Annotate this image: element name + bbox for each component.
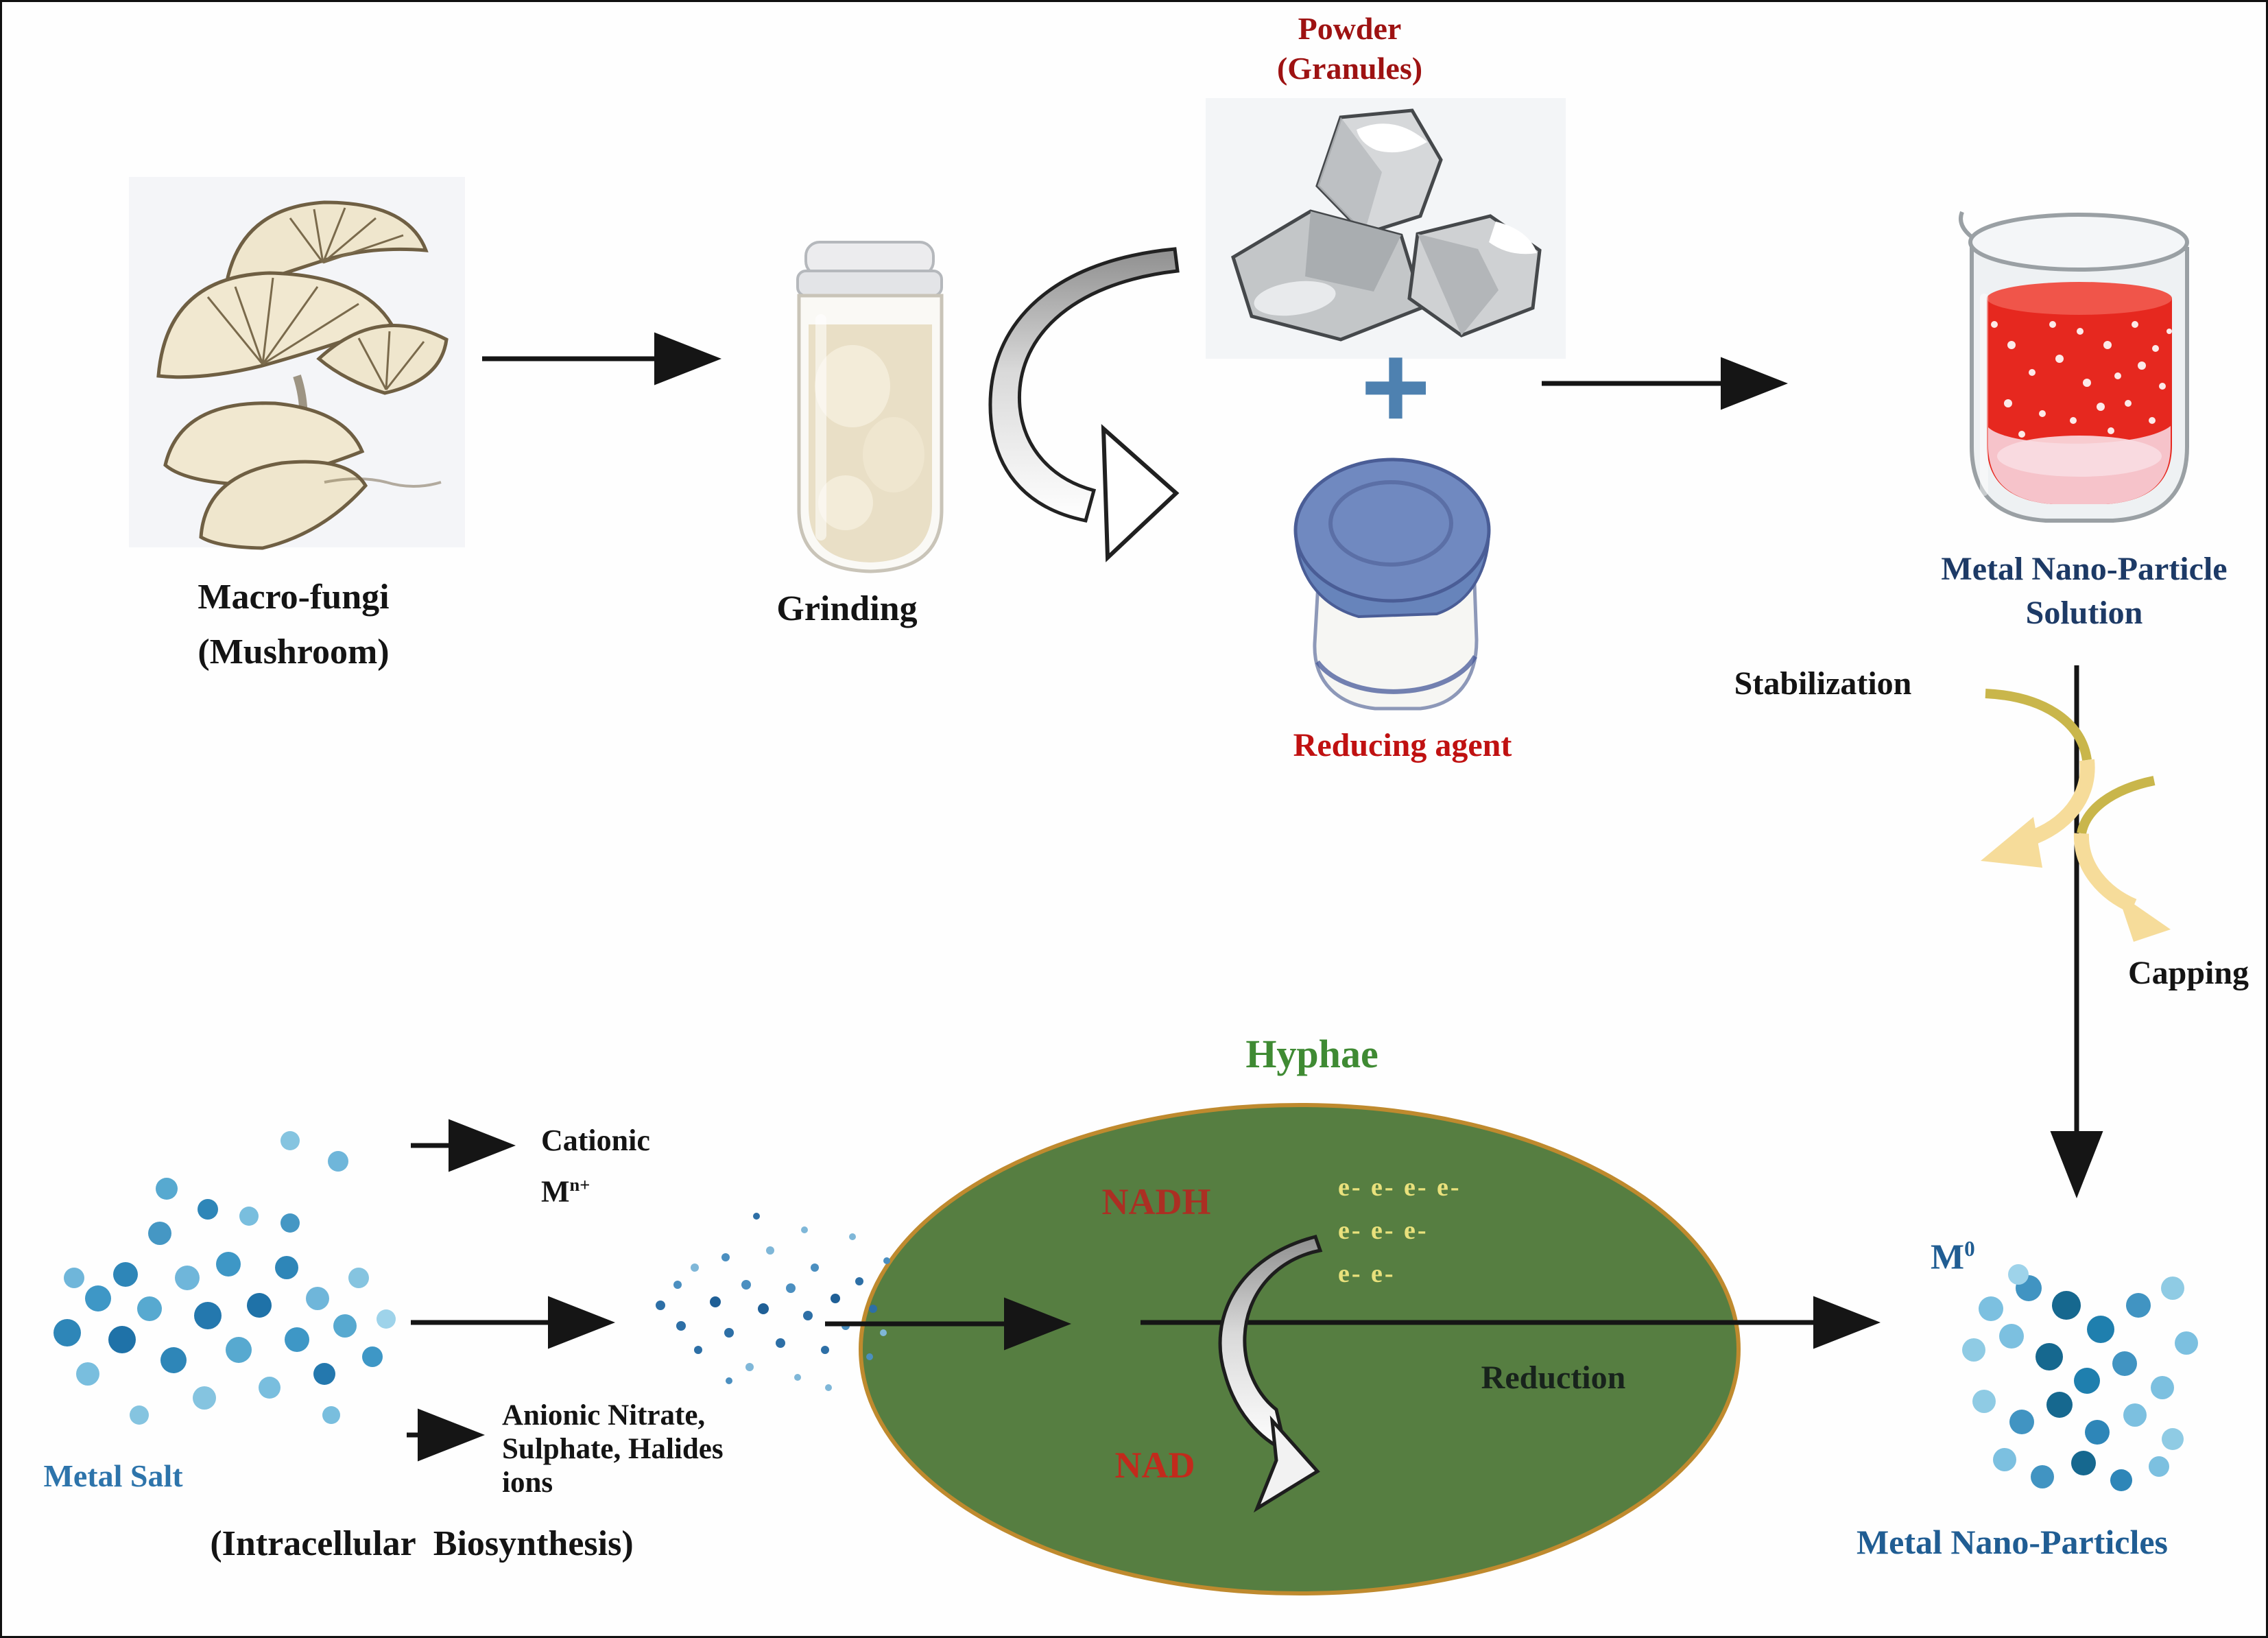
cationic-label: Cationic Mn+ [541, 1119, 650, 1214]
anionic-label-line2: Sulphate, Halides [502, 1433, 724, 1465]
grinding-label: Grinding [776, 589, 918, 628]
plus-icon: + [1360, 320, 1431, 454]
rotation-arrow-icon [988, 247, 1180, 562]
electron-row-1: e- e- e- e- [1338, 1173, 1461, 1202]
macro-fungi-label: Macro-fungi (Mushroom) [198, 570, 389, 680]
electron-row-3: e- e- [1338, 1259, 1396, 1288]
anionic-label-line3: ions [502, 1467, 553, 1499]
mushroom-illustration [129, 177, 465, 550]
nanoparticle-dots [1962, 1264, 2198, 1491]
intracellular-label: (Intracellular Biosynthesis) [210, 1524, 634, 1563]
nadh-label: NADH [1101, 1181, 1211, 1222]
powder-label-line1: Powder [1298, 11, 1402, 46]
metal-salt-dots [53, 1131, 396, 1425]
beaker-illustration [1959, 211, 2189, 523]
anionic-label-line1: Anionic Nitrate, [502, 1399, 706, 1432]
reducing-agent-jar-illustration [1293, 458, 1491, 711]
grinding-jar-illustration [796, 241, 944, 573]
solution-label-line1: Metal Nano-Particle [1941, 551, 2228, 587]
cationic-label-word: Cationic [541, 1124, 650, 1157]
solution-label-line2: Solution [2025, 595, 2143, 631]
capping-label: Capping [2127, 955, 2249, 991]
nadh-cycle-arrow-icon [1218, 1234, 1323, 1513]
capping-swoosh-icon [2073, 776, 2171, 942]
cationic-formula-sup: n+ [569, 1174, 590, 1195]
powder-label: Powder (Granules) [1277, 9, 1422, 88]
macro-fungi-label-line2: (Mushroom) [198, 632, 390, 672]
powder-label-line2: (Granules) [1276, 51, 1423, 86]
hyphae-cell-ellipse [859, 1103, 1741, 1595]
m-zero-sup: 0 [1964, 1237, 1975, 1261]
nad-label: NAD [1114, 1445, 1195, 1486]
anionic-label: Anionic Nitrate, Sulphate, Halides ions [502, 1399, 724, 1499]
electron-row-2: e- e- e- [1338, 1216, 1429, 1245]
granules-illustration [1206, 98, 1566, 359]
nanoparticles-label: Metal Nano-Particles [1856, 1523, 2169, 1561]
solution-label: Metal Nano-Particle Solution [1941, 547, 2227, 635]
ion-cloud-dots [656, 1213, 890, 1391]
macro-fungi-label-line1: Macro-fungi [198, 578, 390, 617]
hyphae-label: Hyphae [1245, 1032, 1378, 1076]
cationic-formula-base: M [541, 1174, 570, 1209]
metal-salt-label: Metal Salt [43, 1458, 183, 1493]
reducing-agent-label: Reducing agent [1293, 727, 1512, 763]
stabilization-label: Stabilization [1734, 665, 1912, 702]
m-zero-base: M [1931, 1237, 1965, 1277]
stabilization-swoosh-icon [1981, 689, 2095, 868]
cationic-formula: Mn+ [541, 1163, 650, 1214]
flow-arrows [407, 332, 2103, 1462]
reduction-label: Reduction [1481, 1360, 1626, 1396]
m-zero-label: M0 [1931, 1237, 1975, 1277]
